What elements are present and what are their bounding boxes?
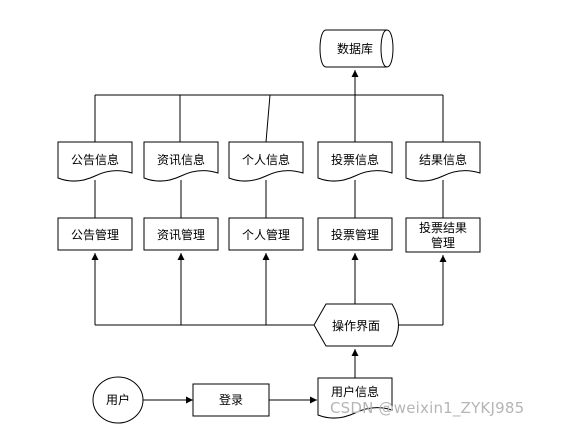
module-label: 公告管理 [71, 227, 119, 242]
doc-module-links [94, 180, 444, 218]
csdn-watermark: CSDN @weixin1_ZYKJ985 [330, 399, 525, 417]
document-label: 投票信息 [331, 152, 379, 167]
top-connectors [94, 70, 444, 143]
user-info-document: 用户信息 [317, 377, 393, 419]
user-info-label: 用户信息 [331, 384, 379, 399]
database-label: 数据库 [337, 41, 373, 56]
database-node: 数据库 [319, 29, 394, 68]
login-label: 登录 [219, 392, 243, 407]
module-label-line2: 管理 [431, 235, 455, 250]
document-announcement-info: 公告信息 [57, 141, 133, 182]
document-personal-info: 个人信息 [228, 141, 304, 182]
document-news-info: 资讯信息 [143, 141, 219, 182]
document-label: 资讯信息 [157, 152, 205, 167]
module-label: 投票管理 [331, 227, 379, 242]
module-announcement-management: 公告管理 [57, 217, 133, 251]
document-label: 结果信息 [419, 152, 467, 167]
document-vote-info: 投票信息 [317, 141, 393, 182]
document-label: 公告信息 [71, 152, 119, 167]
module-vote-result-management: 投票结果 管理 [405, 217, 481, 253]
document-result-info: 结果信息 [405, 141, 481, 182]
user-label: 用户 [106, 392, 130, 407]
user-node: 用户 [92, 376, 144, 424]
operation-interface-node: 操作界面 [313, 303, 399, 347]
module-vote-management: 投票管理 [317, 217, 393, 251]
module-label: 个人管理 [242, 227, 290, 242]
module-label: 资讯管理 [157, 227, 205, 242]
document-label: 个人信息 [242, 152, 290, 167]
login-node: 登录 [192, 383, 270, 417]
interface-label: 操作界面 [332, 318, 380, 333]
interface-connectors [91, 253, 447, 326]
module-personal-management: 个人管理 [228, 217, 304, 251]
module-label-line1: 投票结果 [419, 220, 467, 235]
module-news-management: 资讯管理 [143, 217, 219, 251]
